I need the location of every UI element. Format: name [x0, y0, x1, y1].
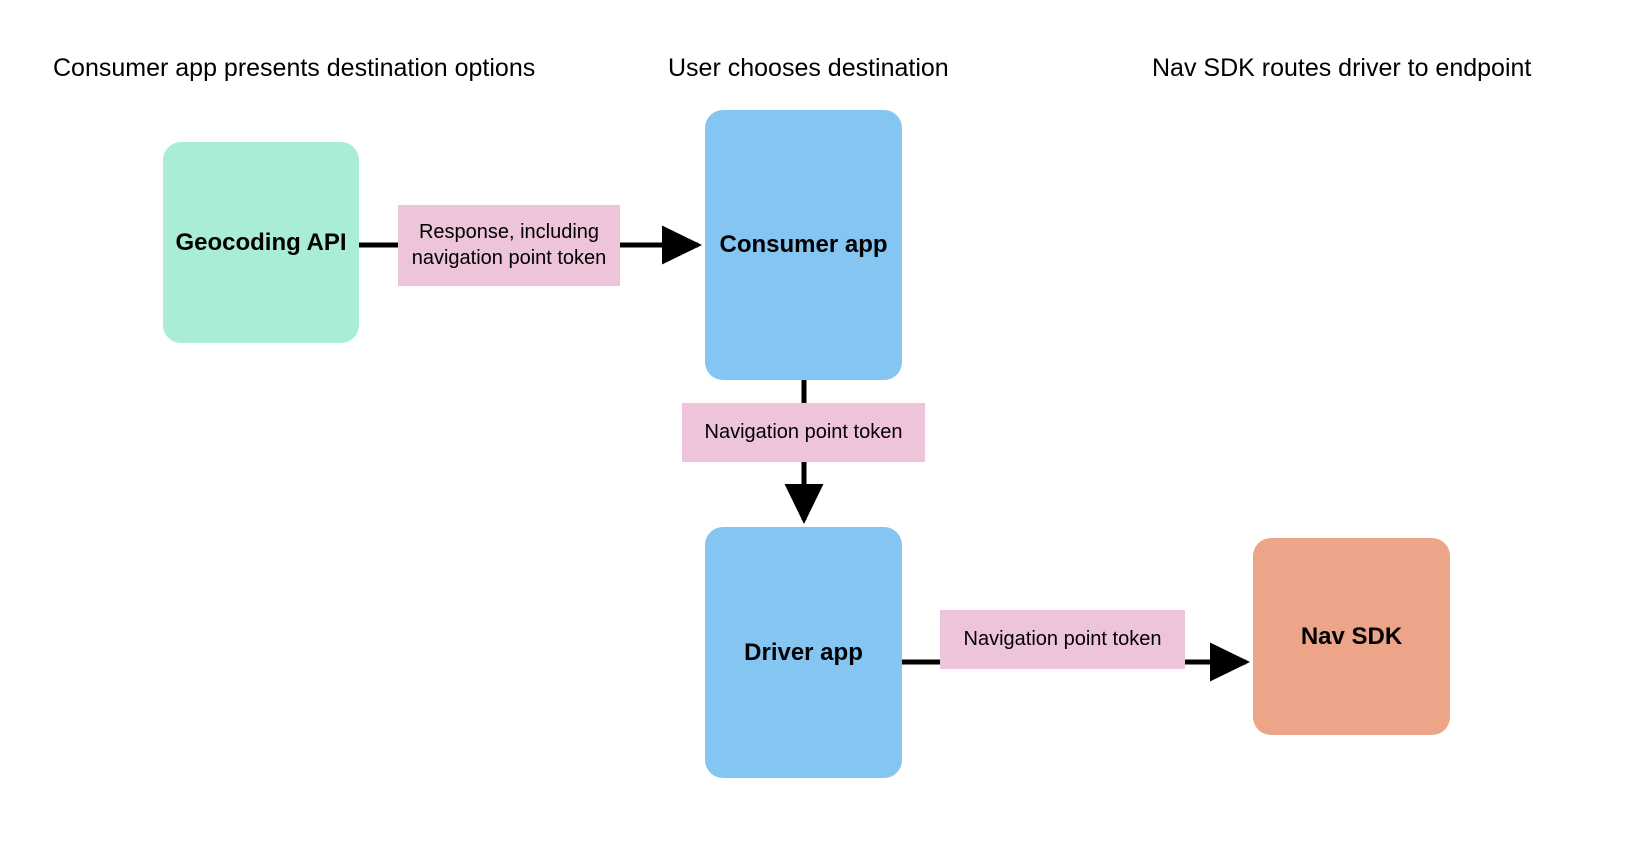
column-header-user: User chooses destination	[668, 54, 949, 82]
edge-label-response-including-navigation-point-token: Response, including navigation point tok…	[398, 205, 620, 286]
node-nav-sdk-label: Nav SDK	[1300, 622, 1403, 650]
node-consumer-app[interactable]: Consumer app	[705, 110, 902, 380]
edge-label-nav-token-consumer-driver-text: Navigation point token	[704, 420, 903, 443]
column-header-consumer: Consumer app presents destination option…	[53, 54, 536, 82]
node-driver-app[interactable]: Driver app	[705, 527, 902, 778]
node-nav-sdk[interactable]: Nav SDK	[1253, 538, 1450, 735]
edge-label-navigation-point-token-driver-navsdk: Navigation point token	[940, 610, 1185, 669]
edge-label-nav-token-driver-navsdk-text: Navigation point token	[963, 627, 1162, 650]
node-consumer-app-label: Consumer app	[719, 231, 888, 258]
node-driver-app-label: Driver app	[744, 638, 863, 666]
node-geocoding-api-label: Geocoding API	[175, 228, 347, 256]
edge-label-navigation-point-token-consumer-driver: Navigation point token	[682, 403, 925, 462]
edge-label-response-text: Response, including navigation point tok…	[411, 220, 607, 269]
node-geocoding-api[interactable]: Geocoding API	[163, 142, 359, 343]
column-header-navsdk: Nav SDK routes driver to endpoint	[1152, 54, 1532, 82]
